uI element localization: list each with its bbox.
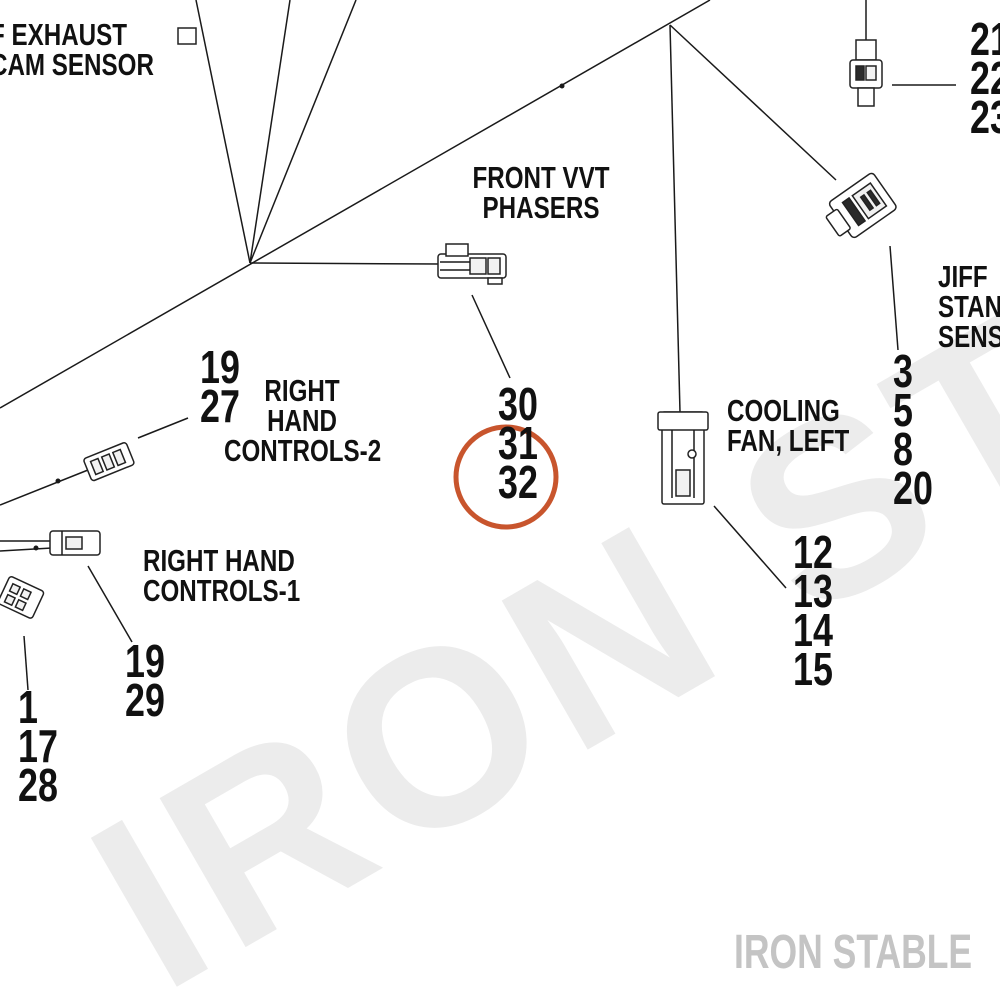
leader-line bbox=[137, 417, 189, 439]
connector-icon bbox=[49, 530, 101, 556]
callout-bottom-left: 1 17 28 bbox=[18, 681, 58, 811]
harness-branch bbox=[669, 24, 681, 413]
leader-line bbox=[471, 294, 511, 379]
callout-top-right: 21 22 23 bbox=[970, 13, 1000, 143]
harness-branch bbox=[249, 0, 357, 264]
leader-line bbox=[713, 505, 787, 589]
label-exhaust-cam-sensor: F EXHAUST CAM SENSOR bbox=[0, 17, 154, 82]
callout-right-hand-controls-1: 19 29 bbox=[125, 635, 165, 726]
harness-branch bbox=[669, 24, 837, 181]
exhaust-connector bbox=[177, 27, 197, 45]
callout-front-vvt-phasers: 30 31 32 bbox=[498, 378, 538, 508]
harness-trunk bbox=[0, 0, 711, 409]
leader-line bbox=[23, 635, 29, 691]
splice-dot bbox=[559, 83, 565, 89]
harness-branch bbox=[0, 547, 53, 552]
brand-logo: IRON STABLE bbox=[734, 926, 973, 979]
connector-icon bbox=[0, 576, 45, 619]
label-front-vvt-phasers: FRONT VVT PHASERS bbox=[472, 160, 610, 225]
splice-dot bbox=[33, 545, 39, 551]
callout-right-hand-controls-2: 19 27 bbox=[200, 341, 240, 432]
connector-icon bbox=[83, 442, 135, 482]
connector-icon bbox=[825, 172, 897, 239]
callout-jiffy-stand: 3 5 8 20 bbox=[893, 345, 933, 514]
callout-cooling-fan: 12 13 14 15 bbox=[793, 526, 833, 695]
harness-branch bbox=[0, 469, 89, 506]
label-jiffy-stand-sensor: JIFF STAN SENS bbox=[938, 259, 1000, 354]
splice-dot bbox=[55, 478, 61, 484]
label-right-hand-controls-1: RIGHT HAND CONTROLS-1 bbox=[143, 543, 301, 608]
connector-icon bbox=[849, 39, 883, 107]
connector-icon bbox=[657, 411, 709, 505]
label-right-hand-controls-2: RIGHT HAND CONTROLS-2 bbox=[224, 373, 382, 468]
harness-branch bbox=[249, 262, 441, 265]
connector-icon bbox=[437, 243, 507, 285]
label-cooling-fan-left: COOLING FAN, LEFT bbox=[727, 393, 850, 458]
leader-line bbox=[87, 565, 133, 643]
harness-branch bbox=[249, 0, 291, 264]
leader-line bbox=[889, 245, 899, 351]
harness-branch bbox=[195, 0, 251, 264]
highlight-circle bbox=[453, 424, 559, 530]
